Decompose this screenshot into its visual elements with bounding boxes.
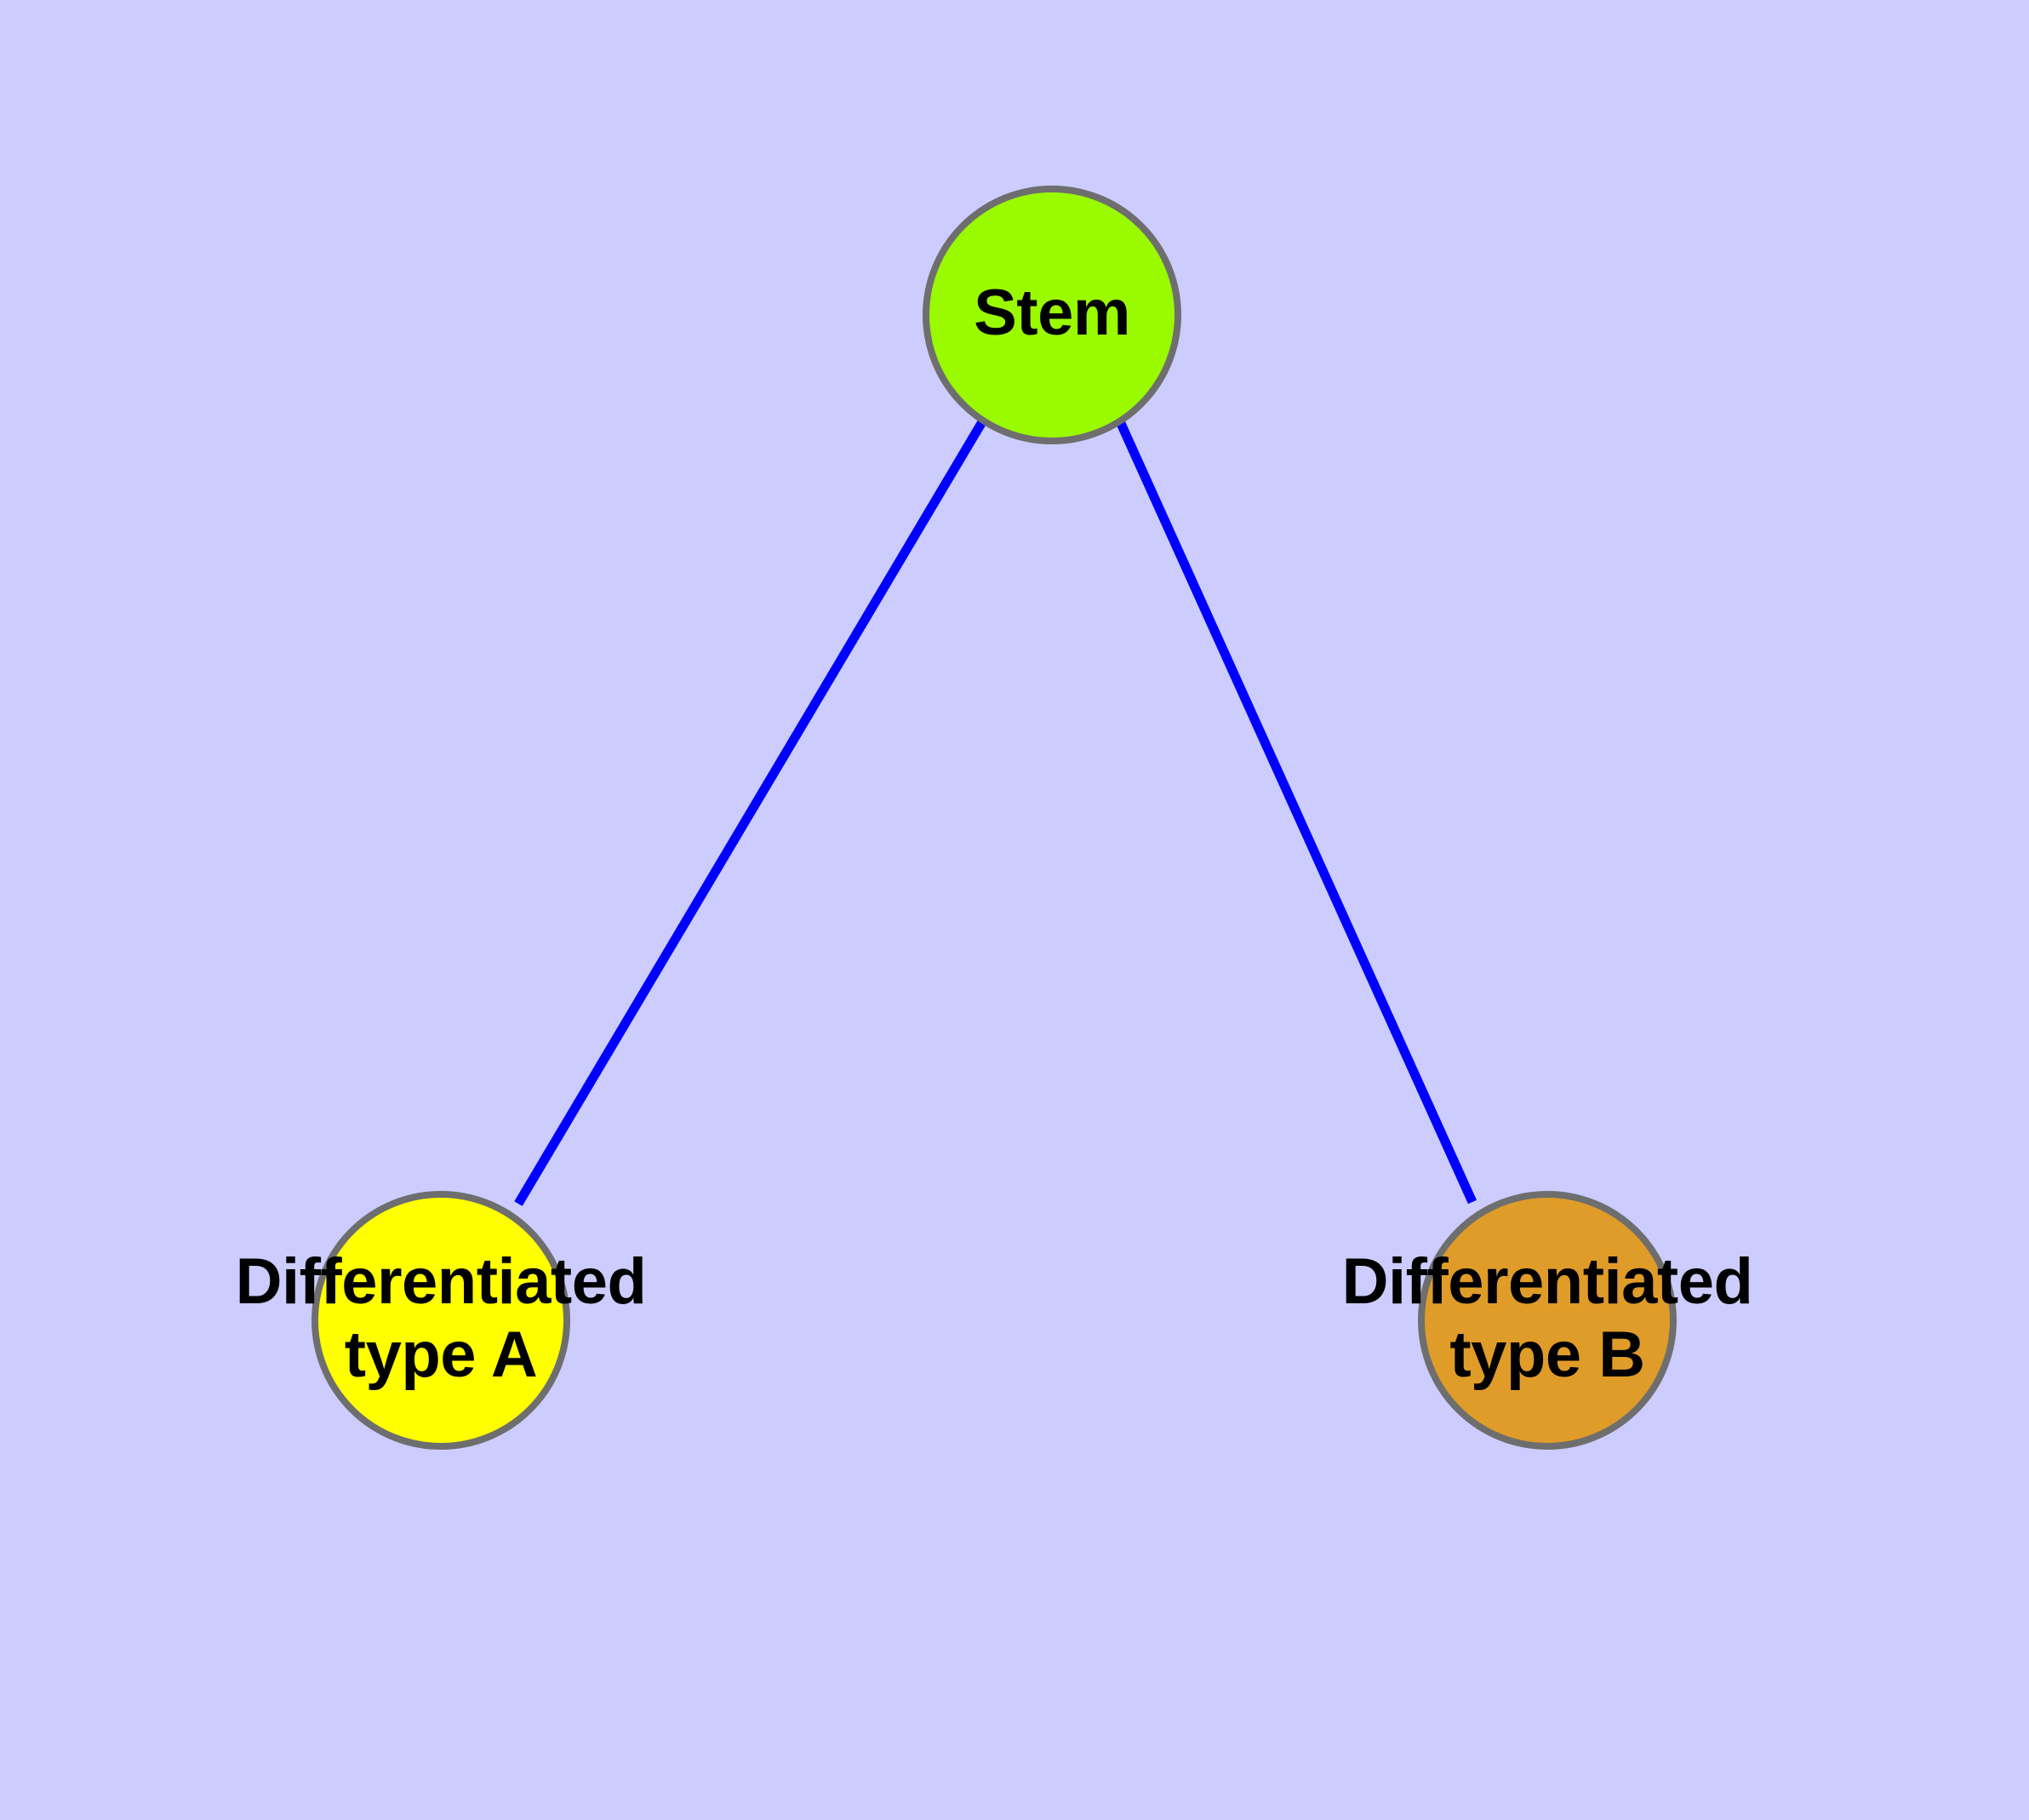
edge-layer (514, 417, 1477, 1206)
edge-stem-to-diff-a[interactable] (514, 418, 987, 1206)
node-stem[interactable] (923, 186, 1181, 444)
node-diff-b[interactable] (1418, 1191, 1677, 1450)
edge-stem-to-diff-b[interactable] (1114, 417, 1477, 1205)
node-diff-a[interactable] (311, 1191, 570, 1450)
node-layer (311, 186, 1677, 1450)
